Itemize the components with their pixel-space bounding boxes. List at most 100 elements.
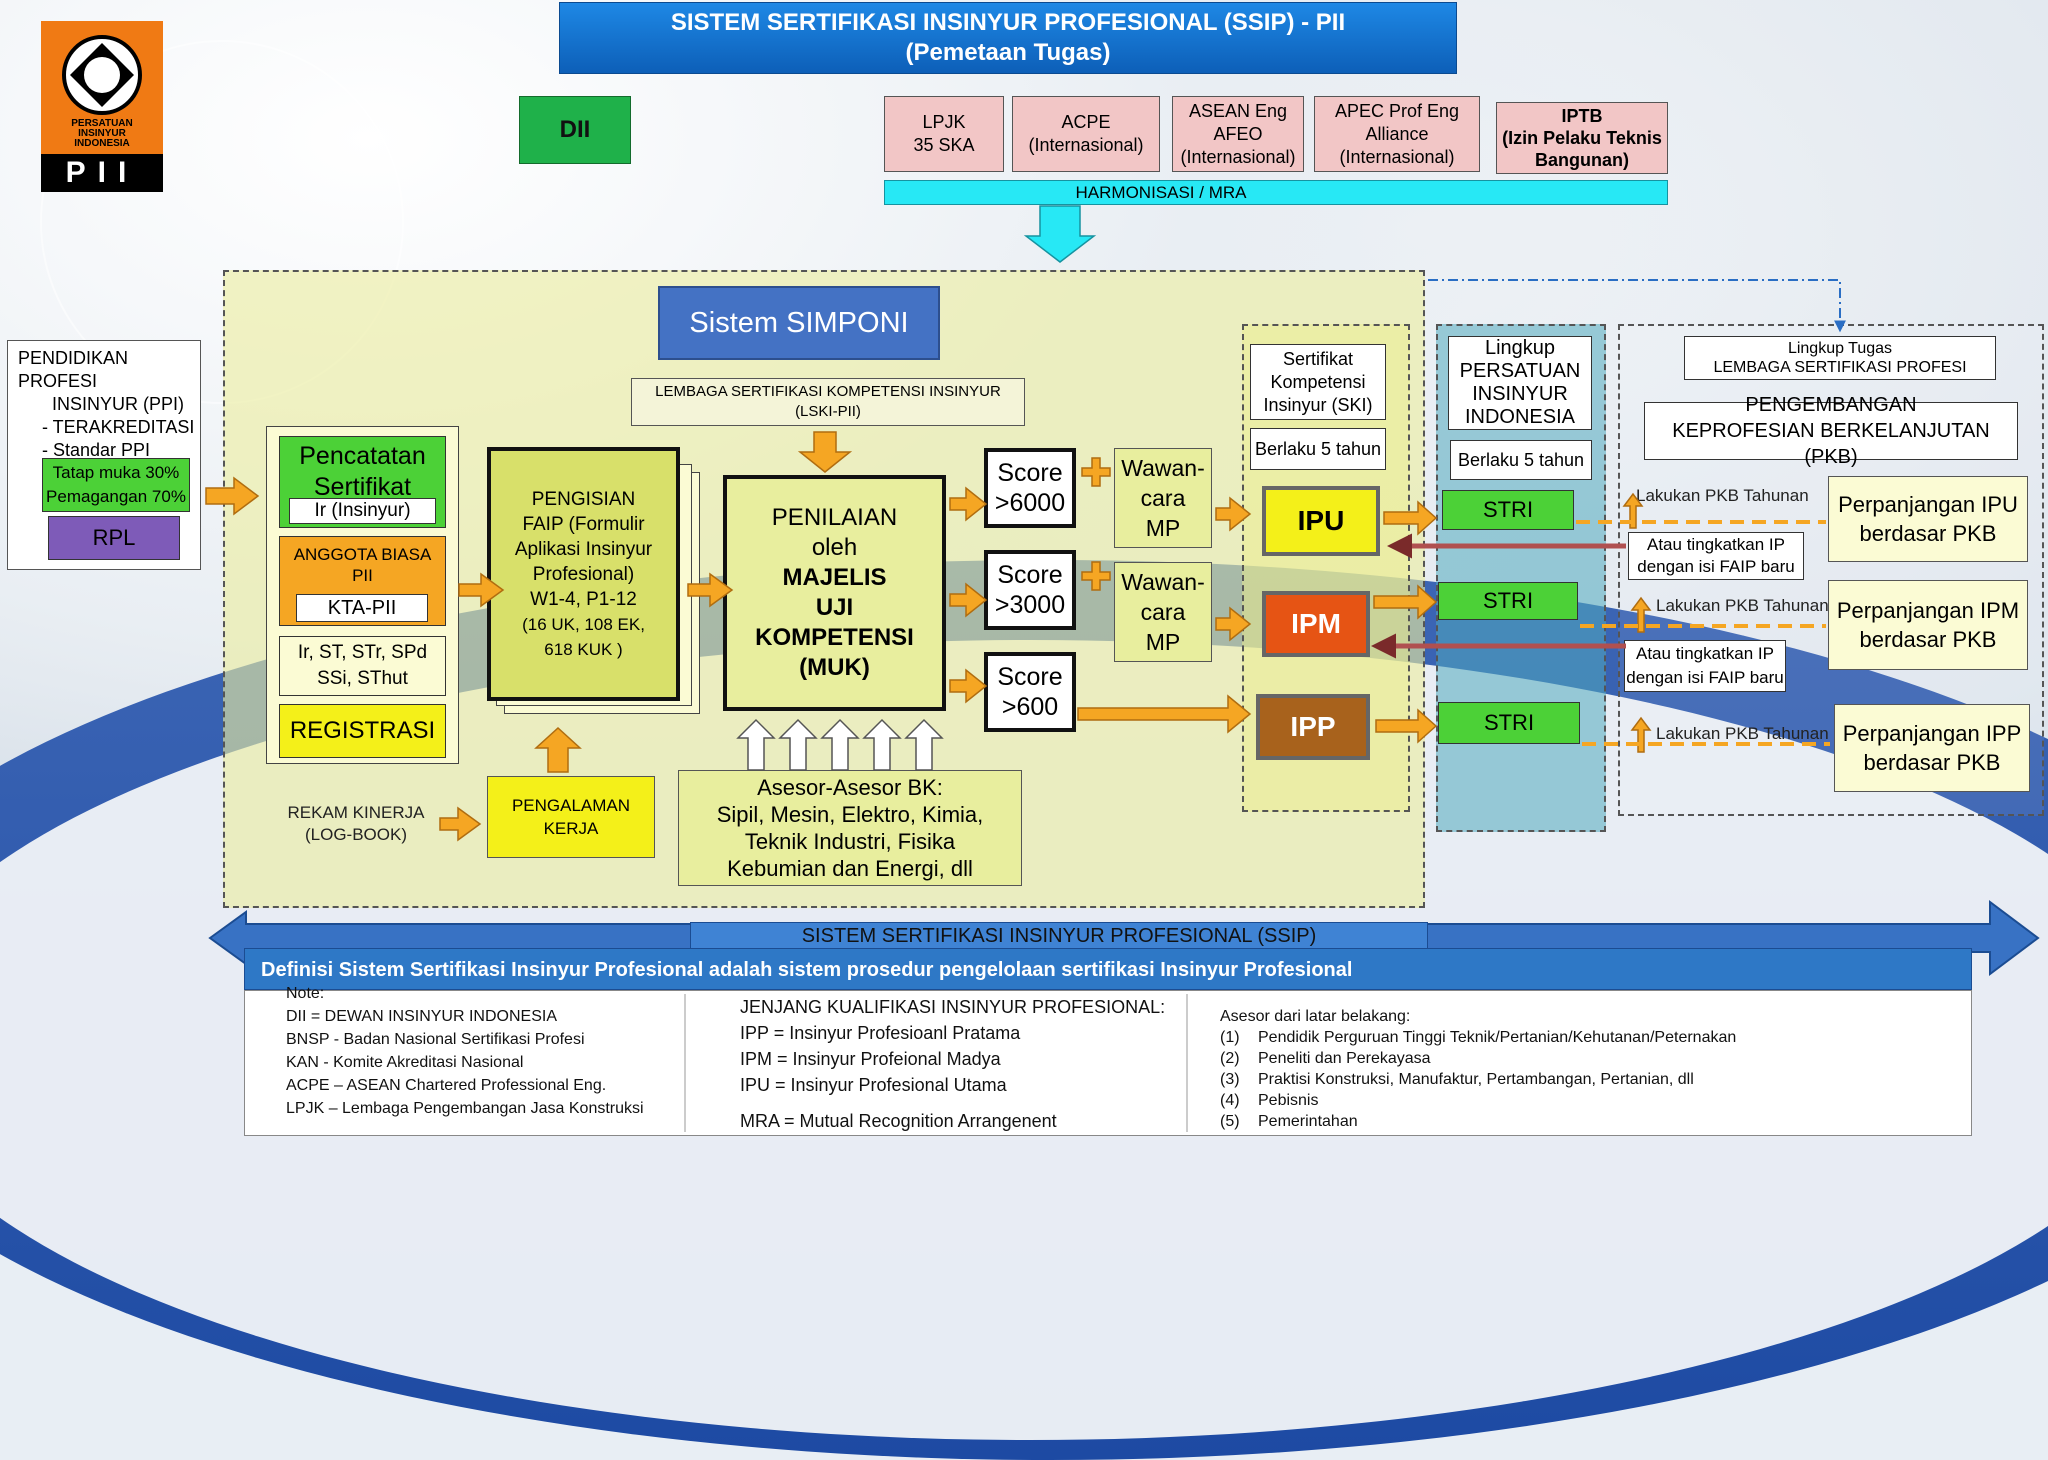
score-600: Score>600 bbox=[984, 652, 1076, 732]
muk-box: PENILAIAN oleh MAJELIS UJI KOMPETENSI (M… bbox=[723, 475, 946, 711]
note-2: BNSP - Badan Nasional Sertifikasi Profes… bbox=[286, 1031, 585, 1048]
iptb-line2: (Izin Pelaku Teknis bbox=[1502, 128, 1662, 148]
asesor-bk-box: Asesor-Asesor BK: Sipil, Mesin, Elektro,… bbox=[678, 770, 1022, 886]
stri-ipp: STRI bbox=[1438, 702, 1580, 744]
wawancara-1-line3: MP bbox=[1145, 515, 1181, 541]
wawancara-1-line2: cara bbox=[1140, 485, 1186, 511]
ipp-badge: IPP bbox=[1256, 694, 1370, 760]
notes-panel bbox=[244, 990, 1972, 1136]
atau-tingkatkan-1: Atau tingkatkan IP dengan isi FAIP baru bbox=[1628, 532, 1804, 580]
muk-line4: UJI bbox=[815, 594, 854, 621]
jenjang-ipu: IPU = Insinyur Profesional Utama bbox=[740, 1075, 1007, 1095]
faip-line2: FAIP (Formulir bbox=[522, 513, 645, 535]
rekam-kinerja: REKAM KINERJA(LOG-BOOK) bbox=[276, 796, 436, 852]
note-0: Note: bbox=[286, 985, 325, 1002]
perp-ipp-line1: Perpanjangan IPP bbox=[1842, 721, 2022, 746]
asesor-bk-line2: Sipil, Mesin, Elektro, Kimia, bbox=[716, 802, 984, 827]
score-6000-label: Score bbox=[997, 459, 1063, 487]
jenjang-list: JENJANG KUALIFIKASI INSINYUR PROFESIONAL… bbox=[740, 994, 1180, 1134]
asesor-latar-item: (1)Pendidik Perguruan Tinggi Teknik/Pert… bbox=[1220, 1029, 1737, 1046]
asesor-bk-line3: Teknik Industri, Fisika bbox=[744, 829, 956, 854]
acpe-box: ACPE(Internasional) bbox=[1012, 96, 1160, 172]
notes-divider-1 bbox=[684, 994, 686, 1132]
pkb-line1: PENGEMBANGAN bbox=[1745, 394, 1917, 416]
ssip-bar-label: SISTEM SERTIFIKASI INSINYUR PROFESIONAL … bbox=[690, 922, 1428, 950]
ppi-line2: INSINYUR (PPI) bbox=[52, 394, 185, 414]
wawancara-2-line3: MP bbox=[1145, 629, 1181, 655]
faip-line4: Profesional) bbox=[532, 563, 635, 585]
simponi-title: Sistem SIMPONI bbox=[658, 286, 940, 360]
lski-line2: (LSKI-PII) bbox=[795, 403, 861, 420]
wawancara-1-line1: Wawan- bbox=[1121, 455, 1205, 481]
perp-ipm-line1: Perpanjangan IPM bbox=[1836, 598, 2020, 623]
harmonisasi-bar: HARMONISASI / MRA bbox=[884, 180, 1668, 205]
muk-line1: PENILAIAN bbox=[771, 504, 898, 531]
apec-line3: (Internasional) bbox=[1339, 146, 1455, 167]
apec-line1: APEC Prof Eng bbox=[1334, 100, 1460, 121]
score-3000-value: >3000 bbox=[994, 591, 1066, 619]
logo-line2: INSINYUR bbox=[78, 128, 126, 139]
perp-ipm-line2: berdasar PKB bbox=[1859, 627, 1997, 652]
lsp-line2: LEMBAGA SERTIFIKASI PROFESI bbox=[1713, 359, 1967, 376]
asean-line2: AFEO bbox=[1213, 123, 1263, 144]
wawancara-2-line1: Wawan- bbox=[1121, 569, 1205, 595]
perp-ipp-line2: berdasar PKB bbox=[1863, 750, 2001, 775]
lakukan-pkb-3: Lakukan PKB Tahunan bbox=[1656, 724, 1829, 743]
lski-line1: LEMBAGA SERTIFIKASI KOMPETENSI INSINYUR bbox=[655, 383, 1001, 400]
anggota-line1: ANGGOTA BIASA bbox=[293, 545, 432, 564]
stri-ipm: STRI bbox=[1438, 582, 1578, 620]
tatap-line1: Tatap muka 30% bbox=[52, 463, 180, 482]
asesor-bk-line4: Kebumian dan Energi, dll bbox=[727, 856, 973, 881]
pengalaman-line2: KERJA bbox=[543, 819, 599, 838]
asesor-latar-item: (5)Pemerintahan bbox=[1220, 1113, 1358, 1130]
faip-line5: W1-4, P1-12 bbox=[530, 588, 637, 610]
jenjang-ipm: IPM = Insinyur Profeional Madya bbox=[740, 1049, 1001, 1069]
rpl-box: RPL bbox=[48, 516, 180, 560]
stri-ipu: STRI bbox=[1442, 490, 1574, 530]
asesor-latar-item: (2)Peneliti dan Perekayasa bbox=[1220, 1050, 1431, 1067]
ski-line2: Kompetensi bbox=[1270, 371, 1366, 392]
muk-line6: (MUK) bbox=[799, 654, 870, 681]
ski-berlaku: Berlaku 5 tahun bbox=[1250, 428, 1386, 470]
definition-bar: Definisi Sistem Sertifikasi Insinyur Pro… bbox=[244, 948, 1972, 990]
ir-box: Ir (Insinyur) bbox=[289, 498, 436, 524]
jenjang-mra: MRA = Mutual Recognition Arrangenent bbox=[740, 1111, 1057, 1131]
asean-line1: ASEAN Eng bbox=[1188, 100, 1288, 121]
lpjk-line1: LPJK bbox=[922, 112, 966, 132]
lingkup-pii-line4: INDONESIA bbox=[1464, 406, 1576, 428]
atau-1-line2: dengan isi FAIP baru bbox=[1637, 557, 1795, 576]
pii-logo: PERSATUAN INSINYUR INDONESIA PII bbox=[41, 21, 163, 192]
wawancara-2-line2: cara bbox=[1140, 599, 1186, 625]
notes-divider-2 bbox=[1186, 994, 1188, 1132]
lingkup-pii-berlaku: Berlaku 5 tahun bbox=[1450, 440, 1592, 480]
anggota-line2: PII bbox=[352, 566, 373, 585]
ipm-badge: IPM bbox=[1262, 591, 1370, 657]
perp-ipu-line2: berdasar PKB bbox=[1859, 521, 1997, 546]
gelar-line2: SSi, SThut bbox=[317, 668, 408, 689]
atau-1-line1: Atau tingkatkan IP bbox=[1647, 535, 1785, 554]
lingkup-pii-line1: Lingkup bbox=[1484, 337, 1556, 359]
page-header: SISTEM SERTIFIKASI INSINYUR PROFESIONAL … bbox=[559, 2, 1457, 74]
kta-box: KTA-PII bbox=[296, 594, 428, 622]
faip-line6: (16 UK, 108 EK, bbox=[522, 614, 645, 634]
ppi-line3: - TERAKREDITASI bbox=[42, 417, 195, 437]
logo-line1: PERSATUAN bbox=[71, 118, 133, 129]
faip-line1: PENGISIAN bbox=[531, 488, 636, 510]
pencatatan-line1: Pencatatan bbox=[299, 442, 426, 470]
logo-line3: INDONESIA bbox=[74, 138, 130, 149]
lingkup-pii-line2: PERSATUAN bbox=[1459, 360, 1581, 382]
note-3: KAN - Komite Akreditasi Nasional bbox=[286, 1054, 524, 1071]
lingkup-pii-line3: INSINYUR bbox=[1472, 383, 1568, 405]
ppi-line1: PENDIDIKAN PROFESI bbox=[18, 348, 129, 391]
score-3000: Score>3000 bbox=[984, 550, 1076, 630]
lsp-line1: Lingkup Tugas bbox=[1787, 340, 1893, 357]
tatap-line2: Pemagangan 70% bbox=[46, 487, 186, 506]
